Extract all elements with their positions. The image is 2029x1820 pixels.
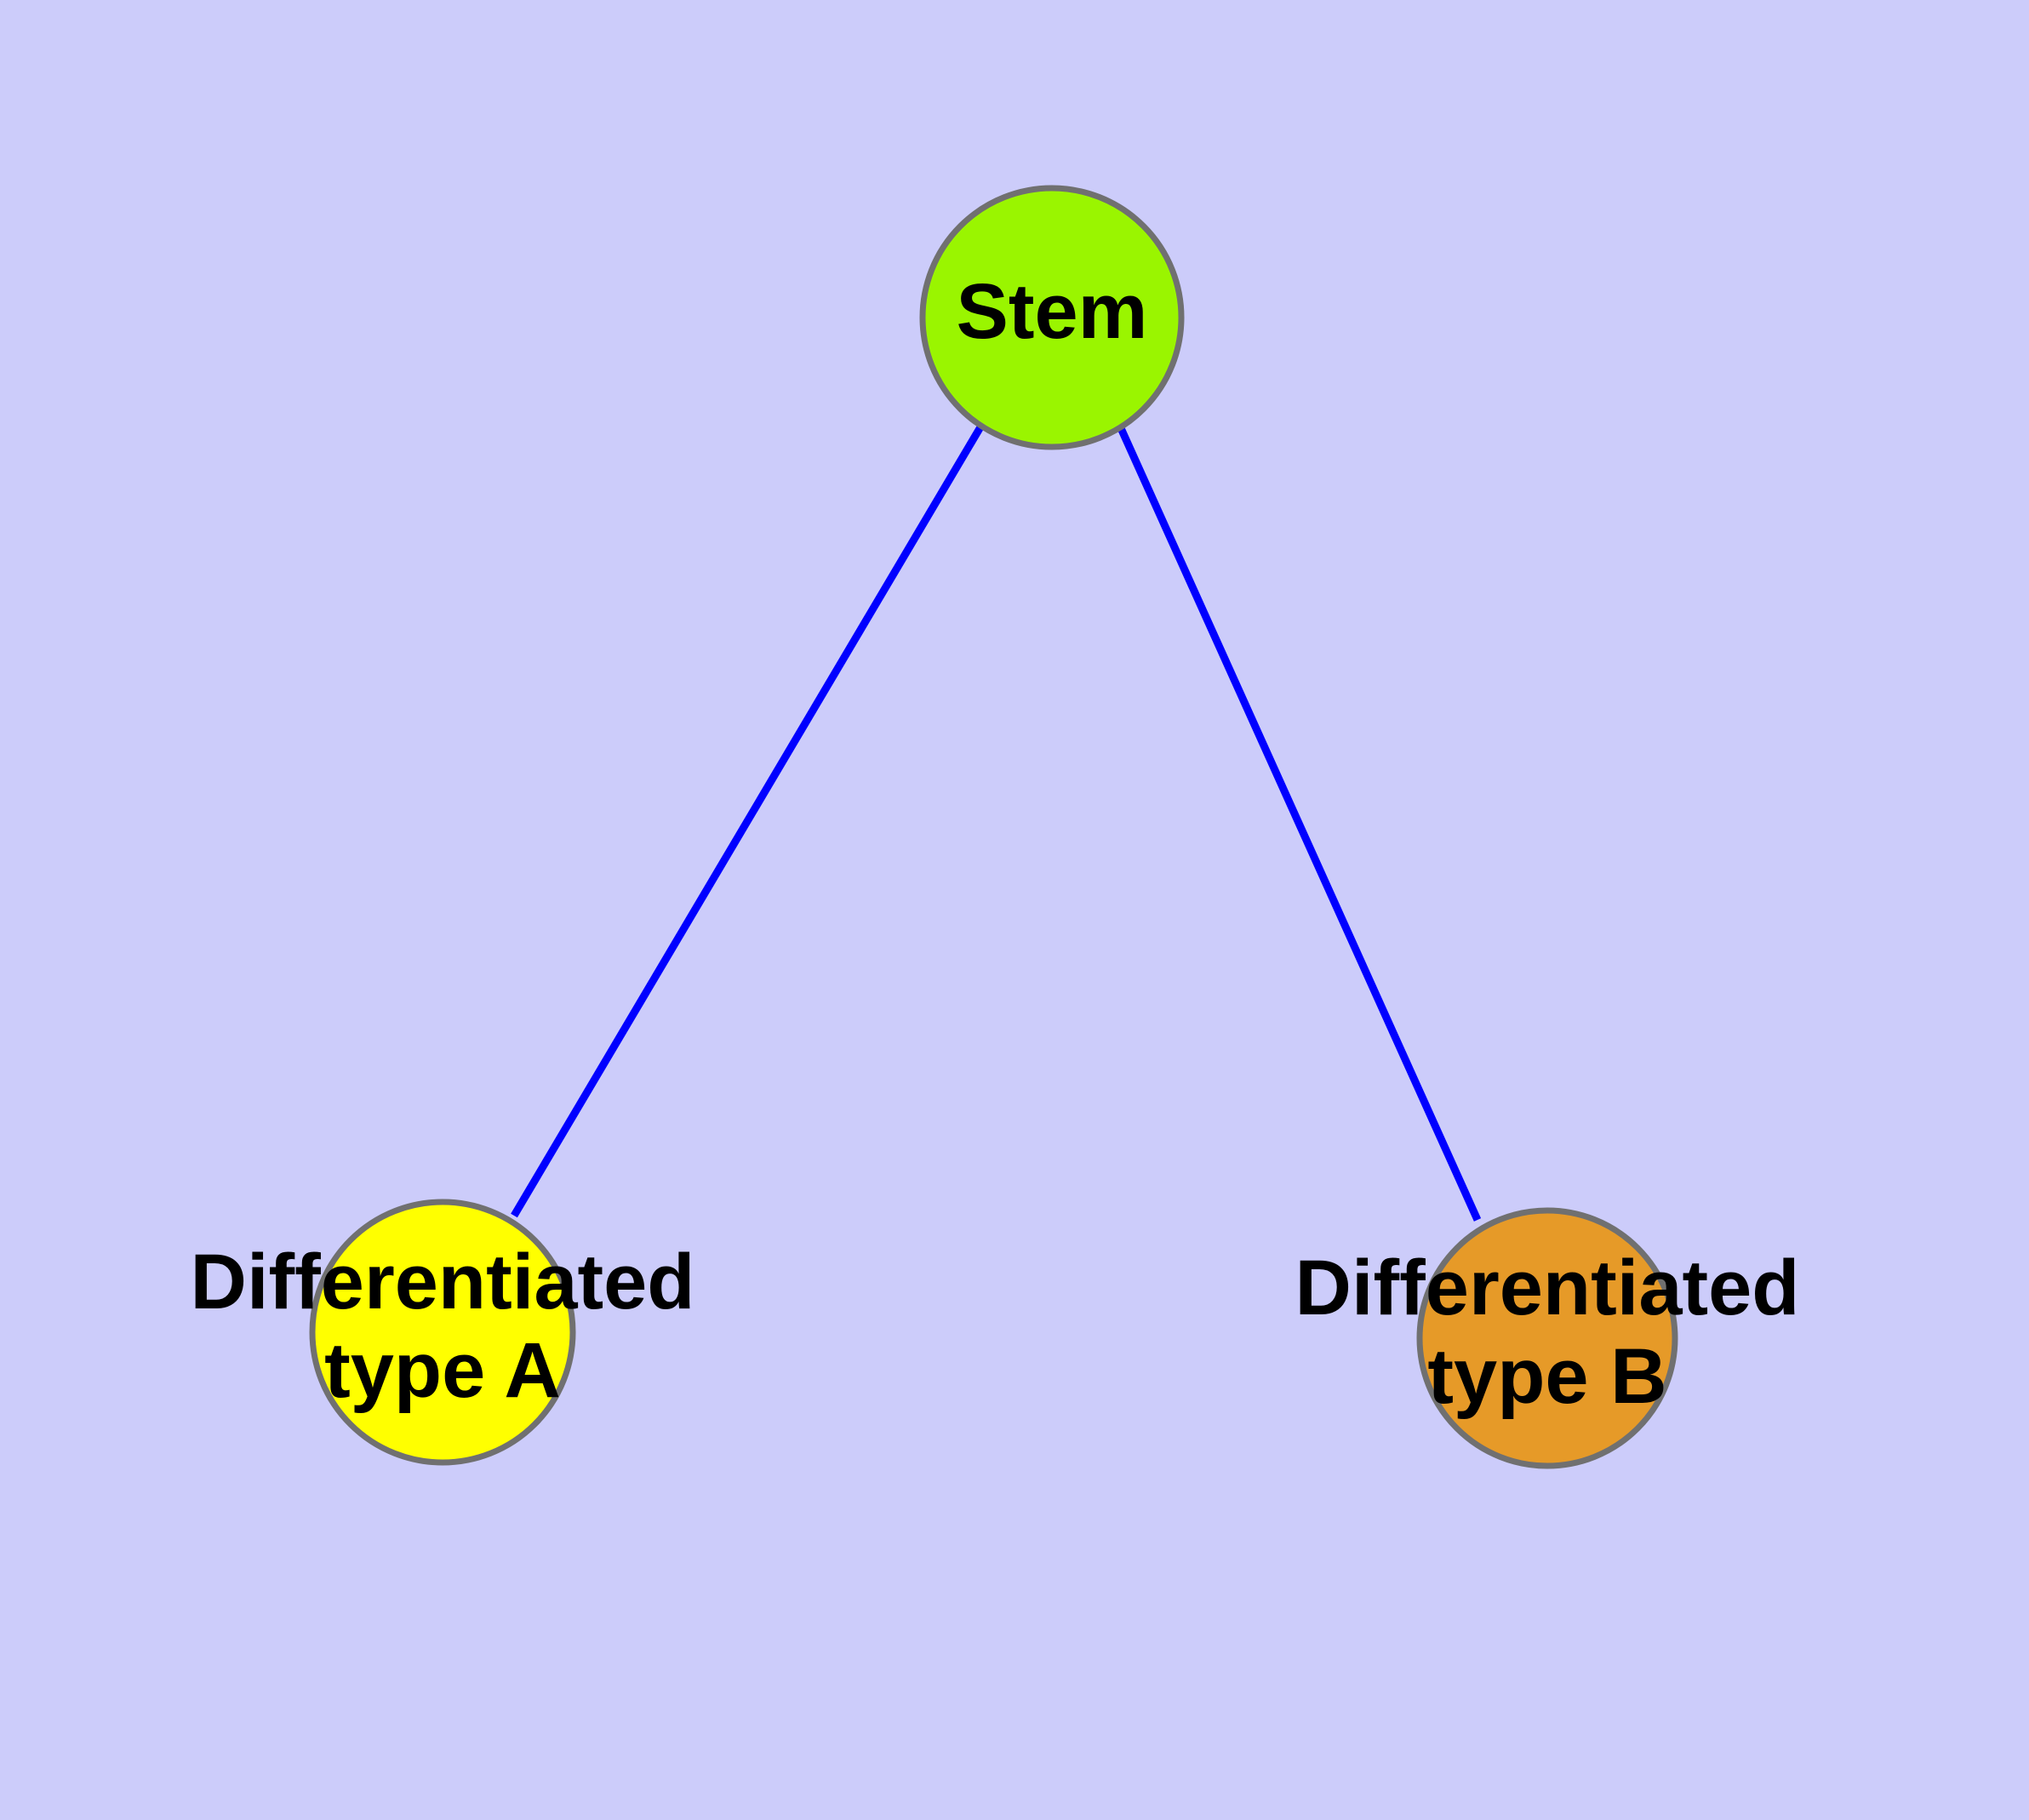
graph-node-diff-a[interactable] [309, 1199, 576, 1466]
graph-node-diff-b[interactable] [1416, 1207, 1678, 1469]
graph-edge-stem-to-diff-a[interactable] [511, 423, 985, 1218]
node-label-line: type B [1427, 1333, 1666, 1420]
edges-layer [511, 423, 1482, 1222]
nodes-layer [309, 185, 1678, 1469]
node-label-line: Stem [957, 268, 1148, 355]
graph-node-stem[interactable] [919, 185, 1185, 450]
node-label-line: type A [324, 1327, 561, 1414]
node-label-stem: Stem [957, 268, 1148, 355]
graph-edge-stem-to-diff-b[interactable] [1117, 426, 1482, 1222]
node-label-line: Differentiated [191, 1239, 695, 1325]
node-label-line: Differentiated [1295, 1245, 1800, 1331]
